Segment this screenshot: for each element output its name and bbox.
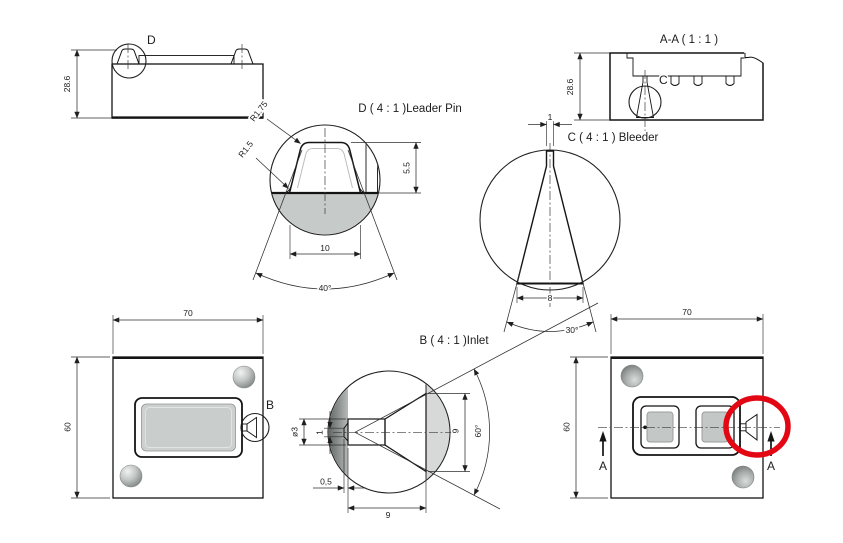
detail-d-boundary bbox=[269, 124, 381, 236]
section-arrow-right bbox=[767, 431, 775, 442]
detail-circle-c bbox=[628, 85, 662, 119]
detail-d-pin bbox=[288, 141, 362, 194]
view-section-aa: A-A ( 1 : 1 ) C 28.6 bbox=[564, 34, 766, 131]
view-plan-back: 70 60 A A bbox=[560, 306, 791, 499]
plan-back-width-dim: 70 bbox=[682, 307, 692, 317]
detail-b-mouth-dia-dim: 9 bbox=[451, 428, 461, 433]
detail-circle-b bbox=[240, 412, 270, 443]
detail-circle-d bbox=[111, 43, 147, 79]
detail-d-radius-top: R1.75 bbox=[248, 99, 270, 123]
detail-label-c: C bbox=[659, 73, 668, 87]
detail-b-tip-len-dim: 0,5 bbox=[320, 477, 332, 487]
plan-front-width-dim: 70 bbox=[183, 308, 193, 318]
detail-c-base-dim: 8 bbox=[548, 293, 553, 303]
section-pin bbox=[725, 76, 735, 86]
detail-b-angle-dim: 60° bbox=[473, 425, 483, 438]
plan-back-hole bbox=[620, 364, 644, 388]
side-insert-band bbox=[138, 55, 235, 65]
section-pin bbox=[670, 76, 680, 86]
detail-b-tip bbox=[343, 421, 349, 443]
section-arrow-left bbox=[599, 431, 607, 442]
detail-d-angle-dim: 40° bbox=[319, 283, 332, 293]
detail-d-plate-segment bbox=[271, 193, 379, 235]
view-plan-front: 70 60 B bbox=[61, 307, 276, 499]
detail-d-height-dim: 5.5 bbox=[402, 162, 412, 174]
plan-front-inlet-cone bbox=[246, 416, 257, 439]
detail-d-width-dim: 10 bbox=[320, 243, 330, 253]
detail-c-title: C ( 4 : 1 ) Bleeder bbox=[568, 132, 659, 144]
plan-back-inlet-cone bbox=[745, 413, 758, 442]
side-plate-body bbox=[111, 63, 264, 119]
view-detail-b: B ( 4 : 1 )Inlet ø3 1 9 60° bbox=[288, 302, 599, 522]
detail-label-d: D bbox=[147, 33, 156, 47]
side-leader-pin-left bbox=[116, 48, 140, 65]
detail-d-radius-side: R1.5 bbox=[236, 139, 255, 160]
plan-front-height-dim: 60 bbox=[63, 422, 73, 432]
view-detail-d: D ( 4 : 1 )Leader Pin R1.75 R1.5 5.5 10 … bbox=[235, 97, 462, 294]
side-leader-pin-right bbox=[230, 48, 254, 65]
plan-front-ball-pin bbox=[232, 365, 256, 389]
view-side: 28.6 D bbox=[61, 32, 264, 119]
detail-b-length-dim: 9 bbox=[386, 510, 391, 520]
section-aa-title: A-A ( 1 : 1 ) bbox=[660, 34, 718, 46]
detail-d-title: D ( 4 : 1 )Leader Pin bbox=[358, 103, 462, 115]
view-detail-c: 1 C ( 4 : 1 ) Bleeder 8 30° bbox=[479, 111, 659, 337]
red-highlight-circle bbox=[723, 395, 791, 458]
section-label-a-right: A bbox=[767, 459, 775, 473]
section-pin bbox=[693, 76, 703, 86]
detail-c-angle-dim: 30° bbox=[566, 325, 579, 335]
detail-b-tube-dia-dim: ø3 bbox=[290, 427, 300, 437]
section-bleeder-cone bbox=[635, 75, 655, 118]
side-height-dim: 28.6 bbox=[62, 75, 72, 92]
plan-back-hole bbox=[731, 465, 755, 489]
detail-b-title: B ( 4 : 1 )Inlet bbox=[419, 335, 489, 347]
section-height-dim: 28.6 bbox=[565, 78, 575, 95]
detail-c-tip-dim: 1 bbox=[548, 112, 553, 122]
plan-back-height-dim: 60 bbox=[562, 422, 572, 432]
plan-front-ball-pin bbox=[119, 464, 143, 488]
detail-label-b: B bbox=[266, 398, 274, 412]
detail-b-tip-dia-dim: 1 bbox=[315, 430, 325, 435]
section-label-a-left: A bbox=[599, 459, 607, 473]
